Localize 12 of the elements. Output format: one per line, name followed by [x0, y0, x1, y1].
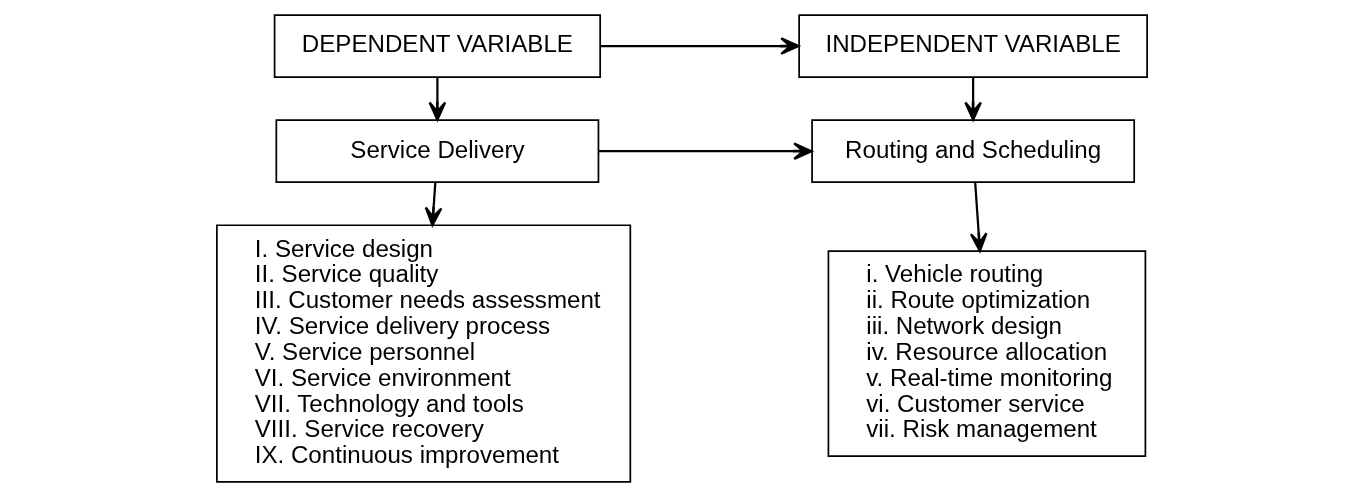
- node-box: Service Delivery: [274, 119, 599, 184]
- arrow: [424, 182, 442, 227]
- node-box: DEPENDENT VARIABLE: [273, 14, 601, 78]
- arrow: [600, 37, 800, 55]
- arrow: [428, 77, 446, 121]
- arrow: [963, 77, 982, 121]
- node-box: Routing and Scheduling: [810, 119, 1135, 184]
- node-box: i. Vehicle routing ii. Route optimization iii. Network design iv. Resource allocation v. Real-time monitoring vi. Customer service vii. Risk management: [827, 250, 1146, 457]
- arrow: [598, 142, 813, 161]
- node-box: I. Service design II. Service quality III. Customer needs assessment IV. Service delivery process V. Service personnel VI. Service environment VII. Technology and tools VIII. Service recovery IX. Continuous improvement: [215, 224, 631, 483]
- arrow: [969, 182, 988, 253]
- node-box: INDEPENDENT VARIABLE: [797, 14, 1148, 78]
